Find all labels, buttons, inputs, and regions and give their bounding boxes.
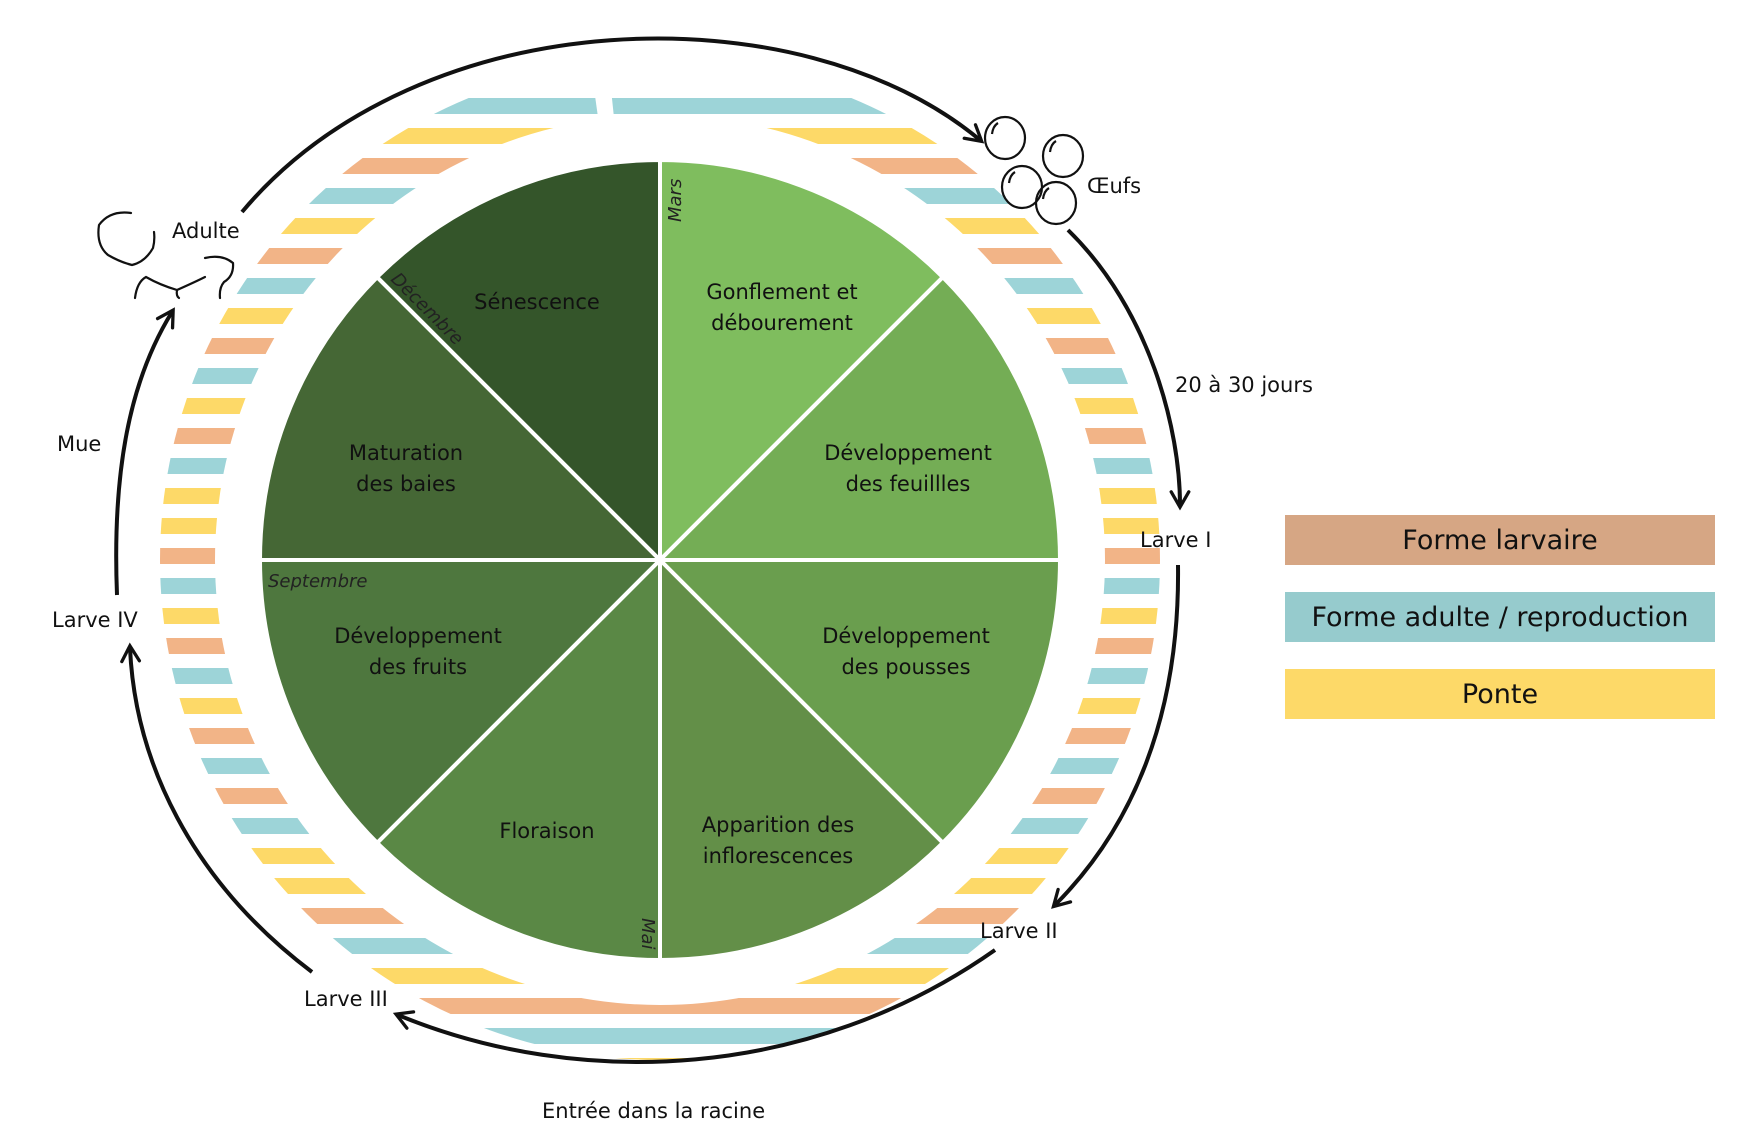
stage-label-larva-2: Larve II xyxy=(980,919,1058,943)
transition-label-root-entry: Entrée dans la racine xyxy=(542,1099,765,1123)
phenology-segment xyxy=(658,157,946,565)
stage-label-adult: Adulte xyxy=(172,219,240,243)
phenology-segment xyxy=(655,274,1063,562)
legend-item-larval: Forme larvaire xyxy=(1285,515,1715,565)
legend-label-laying: Ponte xyxy=(1461,678,1539,710)
transition-label-molt: Mue xyxy=(57,432,101,456)
phenology-segment xyxy=(374,555,662,963)
ring-stripe-adult xyxy=(160,1028,1160,1044)
month-marker-septembre: Septembre xyxy=(268,571,368,592)
arrow-eggs-to-larva1 xyxy=(1066,228,1191,511)
stage-label-larva-4: Larve IV xyxy=(52,608,138,632)
phenology-segment xyxy=(257,274,665,562)
ring-stripe-laying xyxy=(160,1058,1160,1060)
legend: Forme larvaire Forme adulte / reproducti… xyxy=(1285,515,1715,746)
month-marker-mai: Mai xyxy=(637,918,658,950)
ring-stripe-adult xyxy=(160,98,1160,114)
stage-label-eggs: Œufs xyxy=(1087,174,1141,198)
legend-item-adult: Forme adulte / reproduction xyxy=(1285,592,1715,642)
arrow-larva3-to-larva4 xyxy=(120,642,314,974)
ring-stripe-laying xyxy=(160,968,1160,984)
transition-label-duration: 20 à 30 jours xyxy=(1175,373,1313,397)
legend-item-laying: Ponte xyxy=(1285,669,1715,719)
arrow-larva1-to-larva2 xyxy=(1051,564,1181,909)
phenology-segment xyxy=(655,558,1063,846)
adult-insect-icon xyxy=(97,211,235,300)
phenology-segment-label: Floraison xyxy=(499,819,594,843)
phenology-segment-label: Sénescence xyxy=(474,290,600,314)
legend-label-larval: Forme larvaire xyxy=(1402,524,1598,556)
legend-label-adult: Forme adulte / reproduction xyxy=(1311,601,1689,633)
phenology-segment xyxy=(658,555,946,963)
arrow-larva4-to-adult xyxy=(114,307,175,596)
stage-label-larva-1: Larve I xyxy=(1140,528,1211,552)
stage-label-larva-3: Larve III xyxy=(304,987,388,1011)
arrow-larva2-to-larva3 xyxy=(392,948,997,1064)
phenology-wheel xyxy=(257,157,1063,963)
phenology-segment xyxy=(257,558,665,846)
phenology-segment xyxy=(374,157,662,565)
ring-stripe-laying xyxy=(160,128,1160,144)
eggs-icon xyxy=(983,115,1085,226)
arrow-adult-to-eggs xyxy=(240,36,985,214)
month-marker-mars: Mars xyxy=(665,179,686,222)
